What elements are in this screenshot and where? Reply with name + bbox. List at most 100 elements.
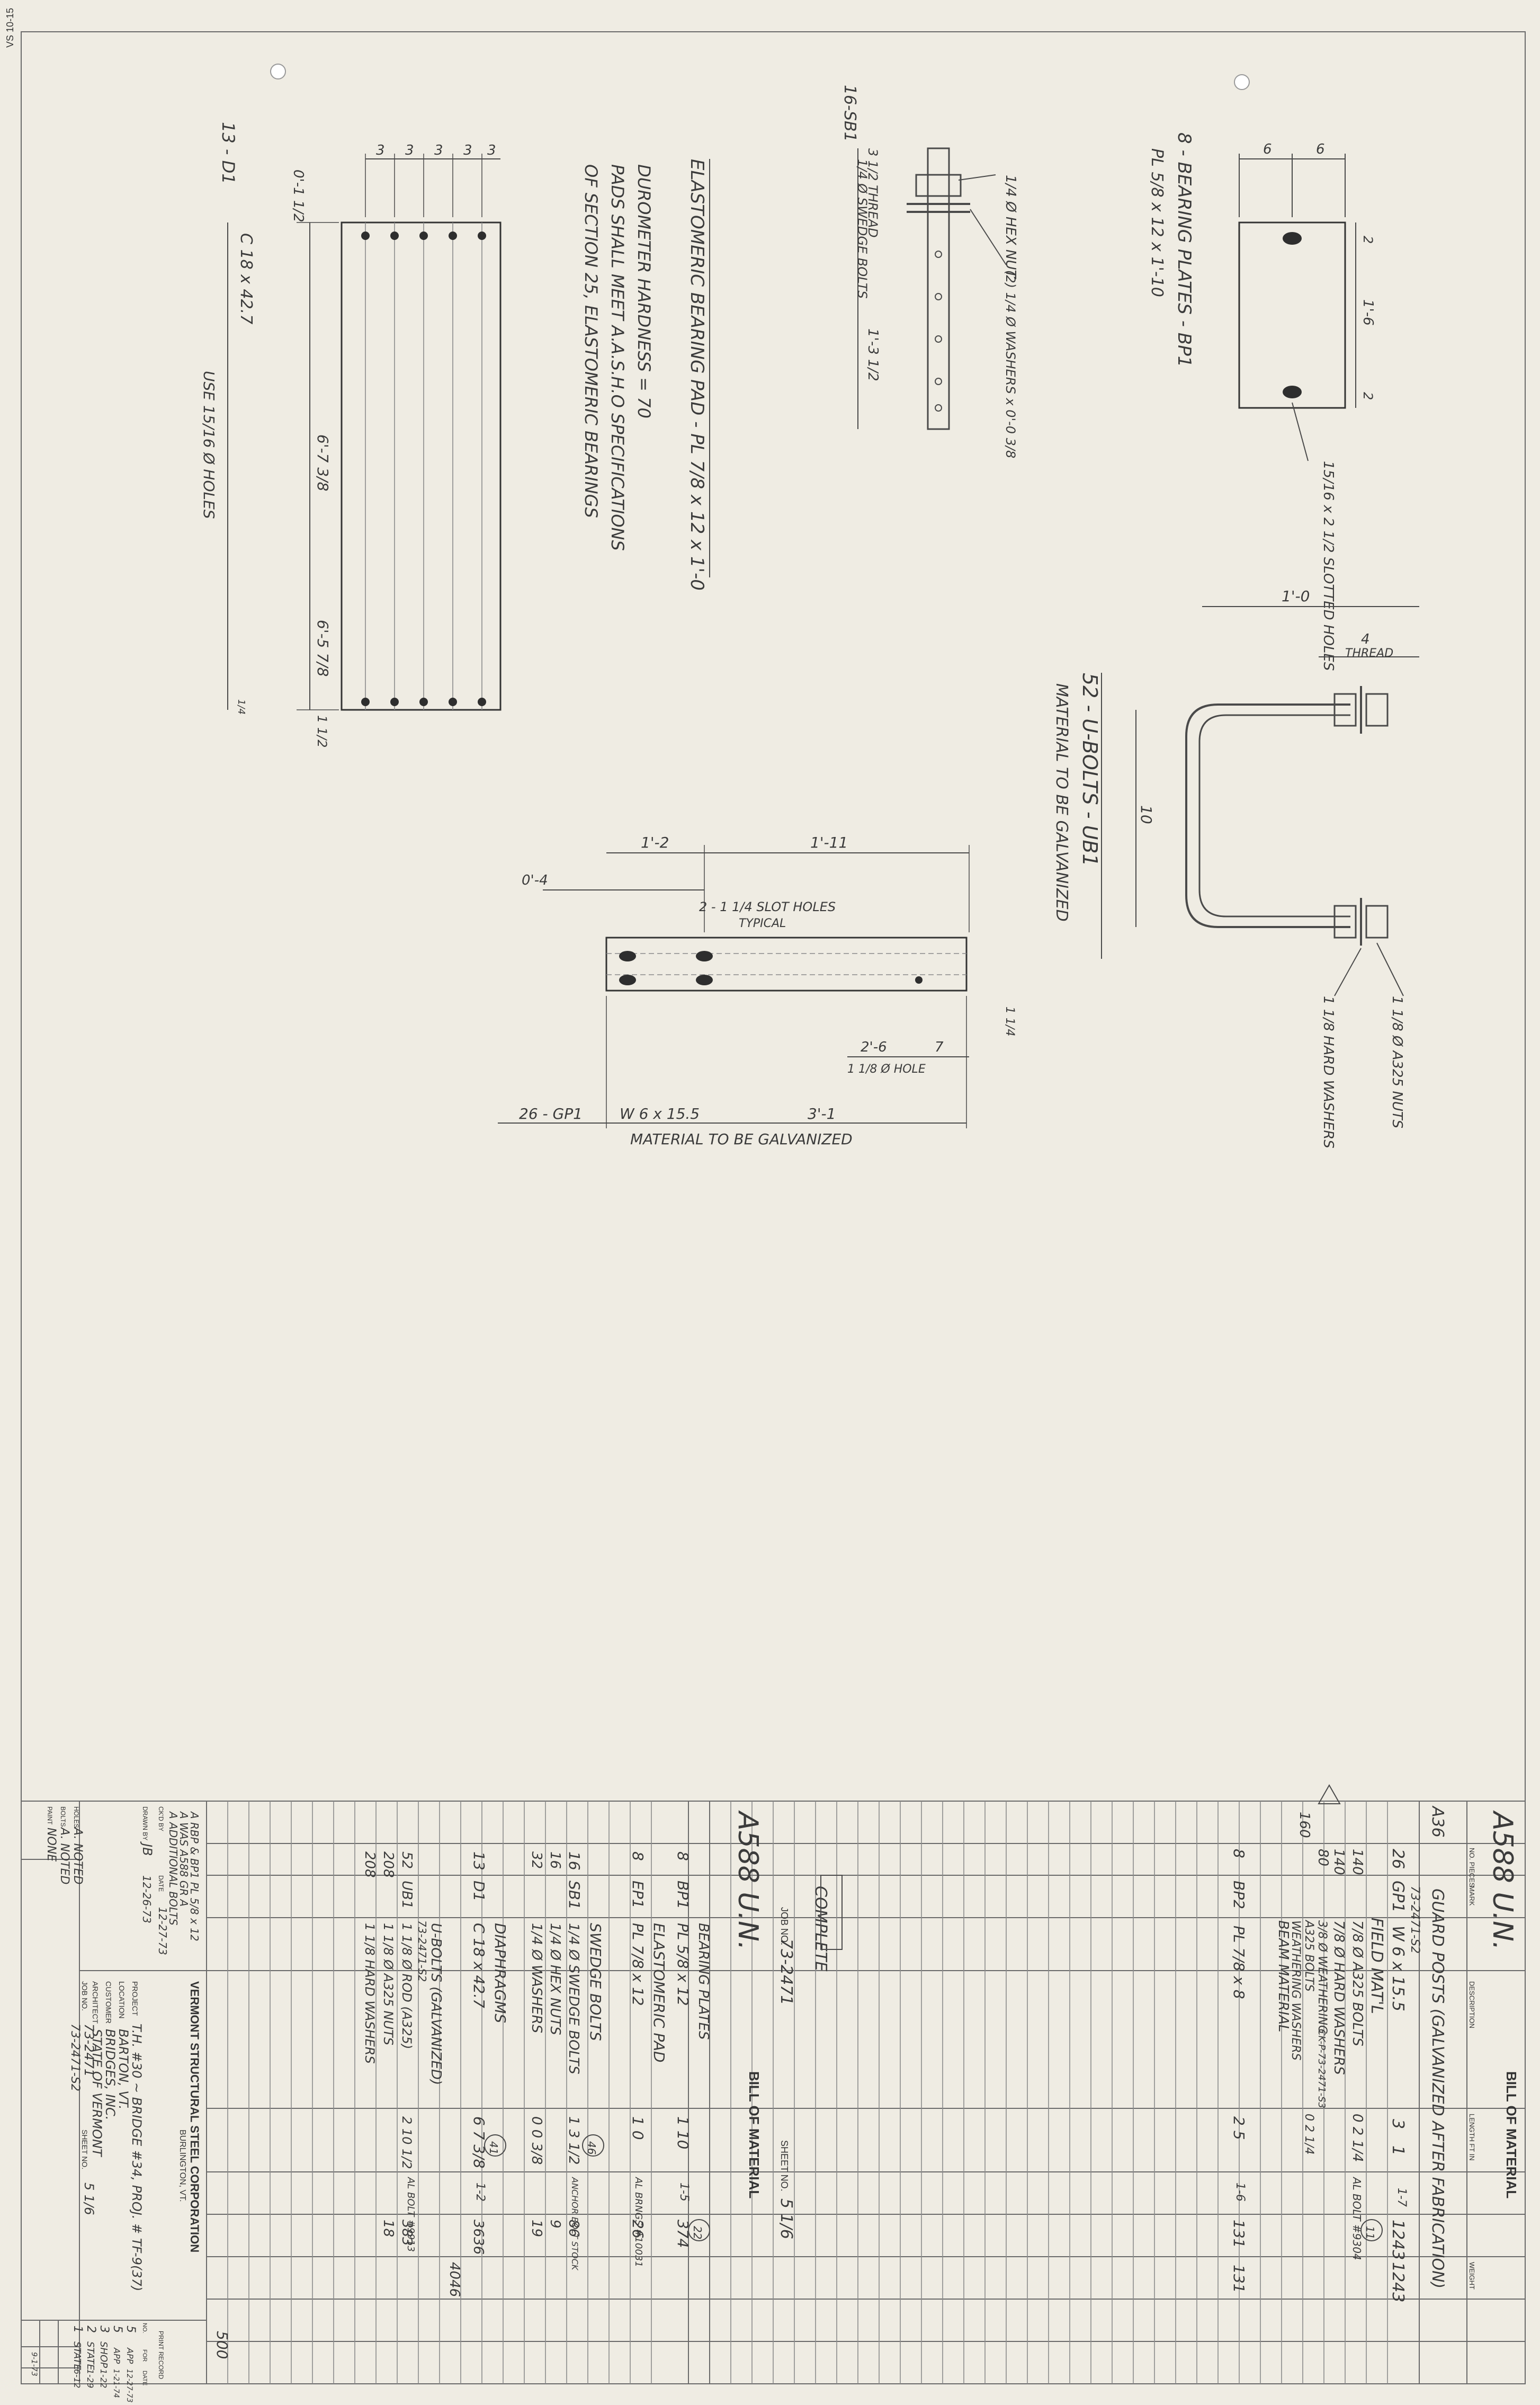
swedge-bolt-detail: 1/4 Ø HEX NUT (2) 1/4 Ø WASHERS x 0'-0 3… bbox=[840, 85, 1018, 458]
bom-desc: PL 7/8 x 8 bbox=[1230, 1926, 1248, 1999]
field-label: ARCHITECT bbox=[91, 1981, 100, 2024]
print-for: APP bbox=[125, 2347, 135, 2364]
ubolt-detail: 1'-0 4 THREAD 10 1 1/8 Ø A325 NUTS 1 1/8… bbox=[1052, 587, 1419, 1148]
bom-qty: 140 bbox=[1331, 1849, 1347, 1875]
detail-title: 13 - D1 bbox=[218, 122, 238, 184]
bom-desc: SWEDGE BOLTS bbox=[587, 1923, 604, 2041]
dim-text: 1 1/4 bbox=[1003, 1006, 1016, 1036]
bom-qty: 13 bbox=[470, 1851, 488, 1870]
bom-len: 1 0 bbox=[629, 2116, 647, 2140]
revision-note: A ADDITIONAL BOLTS bbox=[167, 1811, 180, 1926]
bom-wt2: 4046 bbox=[446, 2262, 462, 2297]
circle-tag: 22 bbox=[691, 2226, 704, 2239]
diaphragm-outline bbox=[341, 221, 502, 711]
field-label: LOCATION bbox=[118, 1981, 126, 2019]
foot-note: 9-1-73 bbox=[30, 2352, 38, 2376]
dim-text: 0'-4 bbox=[522, 872, 548, 888]
sheet-no: 5 1/6 bbox=[777, 2198, 795, 2239]
bom-qty: 16 bbox=[566, 1851, 583, 1870]
punch-hole bbox=[270, 64, 286, 79]
detail-spec: 1/4 Ø SWEDGE BOLTS bbox=[855, 159, 870, 299]
print-no: 5 bbox=[124, 2326, 137, 2333]
col-header: DESCRIPTION bbox=[1468, 1981, 1476, 2028]
print-no: 1 bbox=[71, 2326, 84, 2333]
print-col: FOR bbox=[141, 2349, 148, 2362]
bom-desc: 7/8 Ø A325 BOLTS bbox=[1349, 1920, 1365, 2046]
detail-spec: PL 5/8 x 12 x 1'-10 bbox=[1148, 148, 1166, 297]
bom-wt2: 131 bbox=[1230, 2265, 1248, 2293]
print-date: 1-21-74 bbox=[112, 2369, 120, 2398]
field-value: T.H. #30 ~ BRIDGE #34, PROJ. # TF-9(37) bbox=[129, 2024, 144, 2291]
punch-hole bbox=[1234, 74, 1250, 90]
field-value: 12-26-73 bbox=[140, 1875, 153, 1923]
bom-size: 1 1/8 HARD WASHERS bbox=[362, 1923, 377, 2064]
gp-wt2: 1243 bbox=[1389, 2262, 1407, 2302]
bom-len: 0 2 1/4 bbox=[1349, 2114, 1365, 2162]
sheet-label: SHEET NO. bbox=[779, 2140, 790, 2192]
bom-size: 1/4 Ø SWEDGE BOLTS bbox=[566, 1923, 581, 2074]
bom-mark: BP2 bbox=[1230, 1881, 1248, 1909]
pad-note: ELASTOMERIC BEARING PAD - PL 7/8 x 12 x … bbox=[581, 159, 710, 591]
gp-ft: 3 bbox=[1389, 2119, 1407, 2129]
print-record-title: PRINT RECORD bbox=[157, 2331, 165, 2379]
complete-box bbox=[820, 1875, 843, 1950]
bom-qty: 32 bbox=[529, 1851, 544, 1869]
company-city: BURLINGTON, VT. bbox=[178, 2130, 187, 2202]
gp-in: 1 bbox=[1389, 2145, 1407, 2155]
bom-mark: SB1 bbox=[566, 1881, 583, 1910]
detail-note: MATERIAL TO BE GALVANIZED bbox=[1052, 683, 1071, 922]
bom-wt: 3636 bbox=[470, 2220, 486, 2255]
bom-size: 1/4 Ø WASHERS bbox=[529, 1923, 544, 2033]
bom-size: PL 7/8 x 12 bbox=[629, 1923, 647, 2006]
bom-wt: 26 bbox=[629, 2220, 647, 2239]
dim-text: 1'-11 bbox=[810, 834, 848, 851]
bom-header: BILL OF MATERIAL bbox=[746, 2071, 762, 2198]
dim-text: 1'-2 bbox=[641, 834, 669, 851]
detail-spec: W 6 x 15.5 bbox=[620, 1105, 700, 1123]
bom-desc: 7/8 Ø HARD WASHERS bbox=[1331, 1920, 1347, 2075]
print-for: STATE bbox=[85, 2341, 96, 2371]
bom-total: 500 bbox=[213, 2331, 231, 2359]
print-col: DATE bbox=[141, 2371, 148, 2386]
detail-note: MATERIAL TO BE GALVANIZED bbox=[630, 1130, 853, 1148]
bom-mark: EP1 bbox=[629, 1881, 647, 1908]
bom-qty: 52 bbox=[399, 1851, 415, 1869]
bom-desc: ELASTOMERIC PAD bbox=[650, 1923, 668, 2063]
bom-len: 2 10 1/2 bbox=[399, 2116, 414, 2169]
gage-text: 3 bbox=[487, 142, 496, 158]
gage-text: 3 bbox=[434, 142, 443, 158]
bom-desc: DIAPHRAGMS bbox=[491, 1923, 509, 2023]
detail-title: 52 - U-BOLTS - UB1 bbox=[1078, 673, 1102, 867]
col-header: LENGTH FT IN bbox=[1468, 2114, 1476, 2161]
bom-qty: 208 bbox=[362, 1851, 378, 1878]
bom-len: 1 10 bbox=[674, 2116, 692, 2149]
job-no: 73-2471 bbox=[777, 1939, 795, 2005]
print-no: 3 bbox=[97, 2326, 111, 2333]
bom-mark: BP1 bbox=[674, 1881, 692, 1909]
dim-text: 3 1/2 THREAD bbox=[865, 148, 880, 238]
bom-size: PL 5/8 x 12 bbox=[674, 1923, 692, 2006]
print-for: SHOP bbox=[98, 2341, 109, 2368]
bom-wt: 9 bbox=[547, 2220, 563, 2229]
col-header: NO. PIECES bbox=[1468, 1848, 1476, 1887]
gp-job: 73-2471-S2 bbox=[1408, 1886, 1421, 1954]
detail-title: 8 - BEARING PLATES - BP1 bbox=[1174, 132, 1195, 367]
note-title: ELASTOMERIC BEARING PAD - PL 7/8 x 12 x … bbox=[686, 159, 708, 591]
col-header: MARK bbox=[1468, 1886, 1476, 1906]
bom-mark: D1 bbox=[470, 1881, 488, 1901]
bom-desc: 3/8 Ø WEATHERING bbox=[1315, 1920, 1329, 2034]
bom-size: C 18 x 42.7 bbox=[470, 1923, 488, 2008]
bom-qty: 8 bbox=[674, 1851, 692, 1861]
bom-len: 0 0 3/8 bbox=[529, 2116, 544, 2164]
field-label: SHEET NO. bbox=[80, 2130, 89, 2169]
bom-qty: 8 bbox=[1230, 1849, 1248, 1858]
print-date: 1-29 bbox=[85, 2369, 95, 2388]
diaphragm-detail: 3 3 3 3 3 0'-1 1/2 6'-7 3/8 6'-5 7/8 1 1… bbox=[200, 122, 502, 748]
bill-of-material-upper: BILL OF MATERIAL A588 U.N. NO. PIECES MA… bbox=[709, 1784, 1526, 2384]
bom-qty: 160 bbox=[1296, 1812, 1312, 1838]
bom-size: 1 1/8 Ø ROD (A325) bbox=[399, 1923, 414, 2049]
note-line: OF SECTION 25, ELASTOMERIC BEARINGS bbox=[581, 164, 601, 518]
print-date: 12-27-73 bbox=[125, 2369, 133, 2403]
bom-qty: 80 bbox=[1315, 1849, 1331, 1866]
